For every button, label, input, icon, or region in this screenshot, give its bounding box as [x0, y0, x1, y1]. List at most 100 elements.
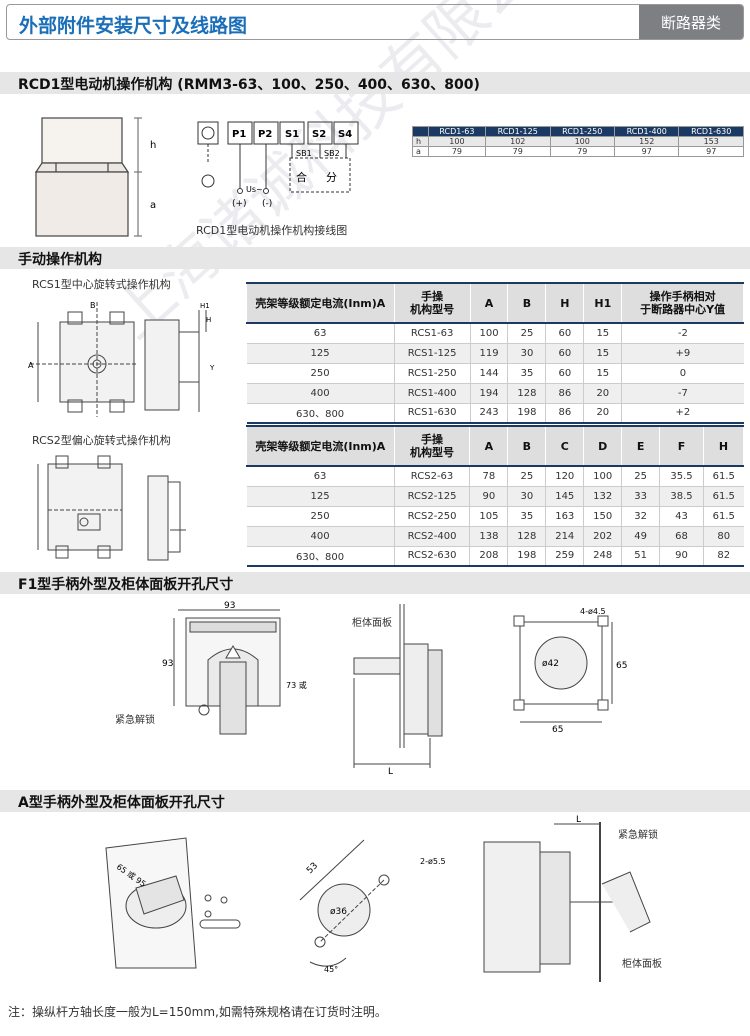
f1-dim-height: 93	[162, 659, 173, 669]
table-cell: RCS2-400	[394, 526, 471, 547]
dim-h: h	[150, 140, 156, 151]
column-header: H	[702, 425, 745, 467]
table-cell: 630、800	[246, 403, 395, 424]
section-manual: 手动操作机构	[0, 247, 750, 269]
rcs2-caption: RCS2型偏心旋转式操作机构	[32, 434, 171, 447]
rcs1-caption: RCS1型中心旋转式操作机构	[32, 278, 171, 291]
table-cell: 144	[470, 363, 509, 384]
table-cell: RCS1-630	[394, 403, 471, 424]
table-cell: 25	[507, 323, 547, 344]
column-header: D	[583, 425, 623, 467]
table-cell: 150	[583, 506, 623, 527]
table-cell: 32	[621, 506, 661, 527]
table-cell: 248	[583, 546, 623, 567]
column-header: E	[621, 425, 661, 467]
rcs1-label-h: H	[206, 316, 211, 324]
table-cell: 120	[545, 466, 585, 487]
table-cell: 60	[545, 363, 585, 384]
section-manual-title: 手动操作机构	[18, 252, 102, 268]
table-cell: 80	[703, 526, 744, 547]
f1-dim-65-right: 65	[616, 661, 627, 671]
label-sb2: SB2	[324, 149, 340, 158]
table-cell: -7	[621, 383, 744, 404]
rcs1-label-a: A	[28, 361, 34, 370]
column-header: H	[545, 282, 585, 324]
column-header: 操作手柄相对 于断路器中心Y值	[621, 282, 744, 324]
rcs1-label-b: B	[90, 301, 96, 310]
table-cell: 194	[470, 383, 509, 404]
rcs2-drawing	[37, 455, 186, 561]
a-holes-label: 2-ø5.5	[420, 857, 446, 866]
table-cell: 61.5	[703, 466, 744, 487]
table-cell: 20	[583, 403, 623, 424]
table-cell: 15	[583, 363, 623, 384]
table-cell: 125	[246, 486, 395, 507]
table-cell: RCS1-63	[394, 323, 471, 344]
f1-holes-label: 4-ø4.5	[580, 607, 606, 616]
table-cell: +9	[621, 343, 744, 364]
table-cell: 145	[545, 486, 585, 507]
table-cell: 25	[621, 466, 661, 487]
table-cell: 60	[545, 323, 585, 344]
a-side-drawing: L	[483, 815, 651, 982]
table-cell: 138	[469, 526, 509, 547]
terminal-p1: P1	[232, 129, 246, 140]
table-cell: 68	[659, 526, 704, 547]
table-cell: 400	[246, 383, 395, 404]
section-a: A型手柄外型及柜体面板开孔尺寸	[0, 790, 750, 812]
terminal-s2: S2	[312, 129, 326, 140]
table-cell: 79	[485, 146, 551, 157]
table-cell: 15	[583, 343, 623, 364]
column-header: RCD1-63	[427, 126, 487, 137]
terminal-p2: P2	[258, 129, 272, 140]
table-cell: 0	[621, 363, 744, 384]
table-cell: 400	[246, 526, 395, 547]
table-cell: +2	[621, 403, 744, 424]
a-panel-label: 柜体面板	[622, 959, 662, 970]
table-cell: 105	[469, 506, 509, 527]
a-dim-53: 53	[305, 861, 320, 876]
table-cell: 79	[549, 146, 615, 157]
f1-dim-65-bottom: 65	[552, 725, 563, 735]
a-cutout-drawing: 53 2-ø5.5 ø36 45°	[299, 839, 446, 974]
column-header: 壳架等级额定电流(Inm)A	[246, 282, 395, 324]
column-header	[412, 126, 429, 137]
f1-dim-width: 93	[224, 601, 235, 611]
column-header: B	[507, 282, 547, 324]
table-cell: -2	[621, 323, 744, 344]
table-cell: h	[412, 136, 429, 147]
table-cell: RCS1-400	[394, 383, 471, 404]
f1-dim-73-105: 73 或 105	[286, 680, 310, 690]
f1-panel-label: 柜体面板	[352, 618, 392, 629]
table-cell: RCS2-630	[394, 546, 471, 567]
table-cell: RCS2-125	[394, 486, 471, 507]
table-cell: 214	[545, 526, 585, 547]
category-tab[interactable]: 断路器类	[639, 5, 743, 39]
table-cell: 61.5	[703, 506, 744, 527]
f1-side-drawing: L	[353, 604, 443, 777]
table-cell: 78	[469, 466, 509, 487]
table-cell: 90	[659, 546, 704, 567]
column-header: RCD1-125	[485, 126, 551, 137]
rcs1-drawing: A B H1 H Y	[28, 301, 215, 417]
table-cell: 25	[507, 466, 547, 487]
dim-a: a	[150, 200, 156, 211]
rcs1-label-h1: H1	[200, 302, 210, 310]
label-plus: (+)	[232, 199, 247, 209]
table-cell: 30	[507, 486, 547, 507]
table-cell: 15	[583, 323, 623, 344]
label-us: Us~	[246, 185, 263, 194]
a-angle-label: 45°	[324, 965, 338, 974]
table-cell: 250	[246, 363, 395, 384]
table-cell: 259	[545, 546, 585, 567]
table-cell: 102	[485, 136, 551, 147]
table-cell: 128	[507, 383, 547, 404]
label-minus: (-)	[262, 199, 272, 209]
